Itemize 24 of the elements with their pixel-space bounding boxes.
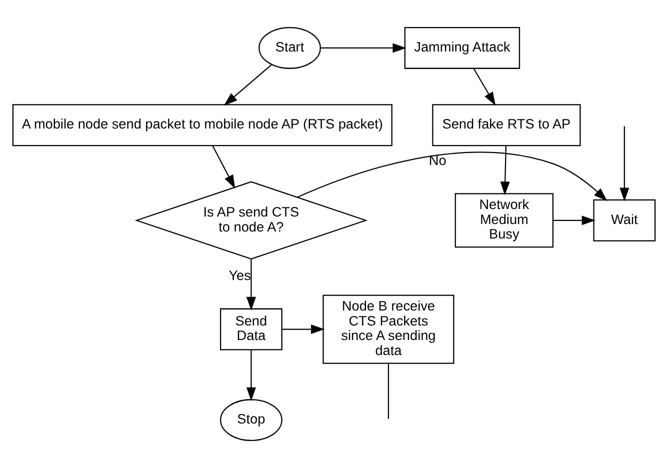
node-box: Wait bbox=[593, 199, 656, 242]
arrow bbox=[224, 64, 272, 106]
arrow bbox=[473, 68, 496, 106]
edge-label: Yes bbox=[228, 268, 251, 283]
arrow bbox=[282, 324, 325, 334]
arrow bbox=[246, 350, 256, 402]
arrow bbox=[320, 43, 406, 53]
node-diamond: Is AP send CTS to node A? bbox=[134, 181, 368, 260]
node-box: A mobile node send packet to mobile node AP (RTS packet) bbox=[12, 104, 392, 146]
connector bbox=[388, 363, 390, 419]
arrow bbox=[246, 259, 256, 311]
node-box: Node B receive CTS Packets since A sending data bbox=[322, 294, 454, 364]
arrow bbox=[500, 146, 510, 196]
node-ellipse: Start bbox=[258, 26, 321, 69]
arrow bbox=[297, 152, 608, 202]
edge-label: No bbox=[428, 152, 446, 168]
arrow bbox=[553, 216, 596, 226]
node-box: Send fake RTS to AP bbox=[432, 104, 581, 146]
arrow bbox=[212, 146, 236, 189]
node-box: Send Data bbox=[220, 308, 282, 350]
node-box: Jamming Attack bbox=[404, 26, 520, 69]
node-box: Network Medium Busy bbox=[454, 193, 554, 248]
arrow bbox=[620, 126, 630, 202]
node-ellipse: Stop bbox=[220, 399, 282, 442]
